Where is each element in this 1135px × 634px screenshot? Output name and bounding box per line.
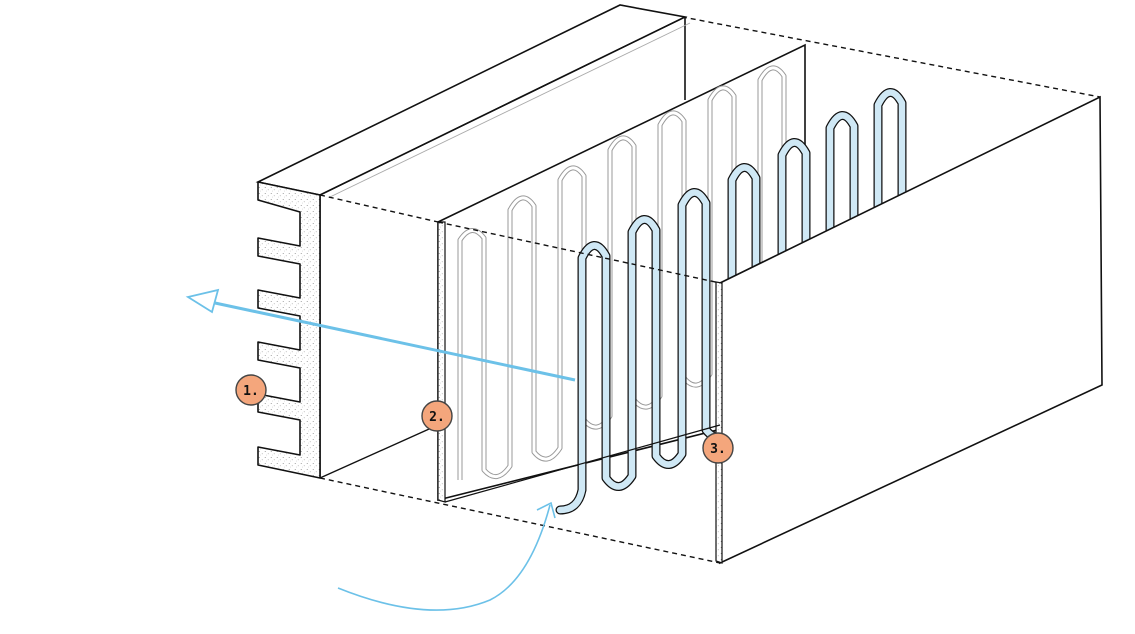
front-housing-panel — [437, 88, 1103, 565]
outer-housing-back — [619, 4, 1101, 100]
curved-arrow-icon — [337, 504, 551, 611]
callout-2-label: 2. — [429, 410, 445, 425]
airflow-in-arrow — [337, 501, 556, 611]
callout-2: 2. — [421, 400, 453, 432]
housing-dashed-edges — [319, 194, 721, 564]
airflow-out-arrow — [185, 288, 576, 382]
callout-3-label: 3. — [710, 442, 726, 457]
callout-1-label: 1. — [243, 384, 259, 399]
heat-sink-fins — [257, 181, 321, 479]
heat-sink-panel — [255, 4, 691, 479]
callout-1: 1. — [235, 374, 267, 406]
arrow-left-icon — [185, 288, 220, 314]
callout-3: 3. — [702, 432, 734, 464]
